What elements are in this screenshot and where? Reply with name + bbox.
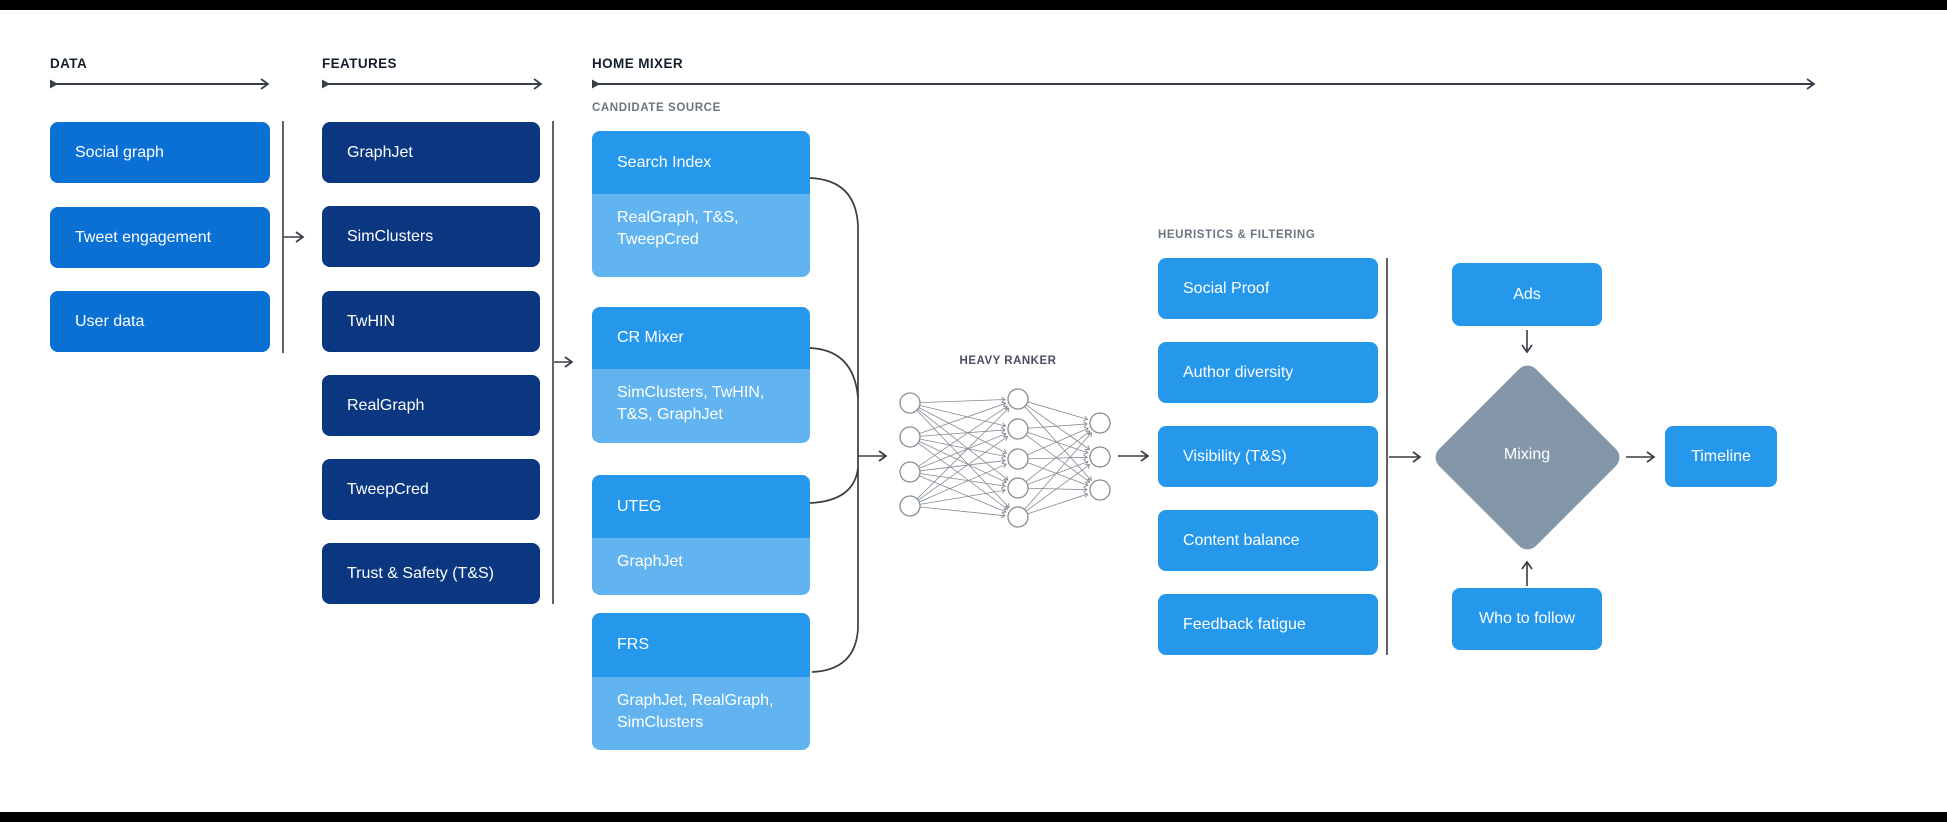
features-box-trust-safety: Trust & Safety (T&S) (322, 543, 540, 604)
candidate-frs-sources: GraphJet, RealGraph, SimClusters (592, 677, 810, 750)
flow-arrows (284, 231, 1656, 586)
nn-edge (1027, 401, 1089, 422)
nn-edge (1027, 421, 1088, 429)
nn-edge (1027, 462, 1089, 487)
heuristics-box-author-diversity: Author diversity (1158, 342, 1378, 403)
nn-edge (919, 473, 1006, 489)
candidate-cr-mixer-sources: SimClusters, TwHIN, T&S, GraphJet (592, 369, 810, 443)
nn-edge (919, 432, 1007, 469)
top-black-bar (0, 0, 1947, 10)
nn-node (1007, 388, 1029, 410)
nn-edge (919, 506, 1006, 519)
nn-edge (919, 438, 1007, 459)
nn-edge (1027, 431, 1089, 455)
features-box-realgraph: RealGraph (322, 375, 540, 436)
nn-edge (1025, 430, 1091, 483)
data-box-user-data: User data (50, 291, 270, 352)
nn-edge (917, 442, 1009, 510)
nn-node (899, 392, 921, 414)
nn-edge (1025, 404, 1091, 450)
nn-edge (1026, 426, 1089, 456)
nn-edge (1025, 464, 1091, 512)
nn-node (1089, 446, 1111, 468)
candidate-search-index: Search Index (592, 131, 810, 194)
home-mixer-section-header: HOME MIXER (592, 56, 684, 71)
uteg-curve (809, 467, 859, 504)
nn-node (1007, 418, 1029, 440)
ads-box: Ads (1452, 263, 1602, 326)
nn-node (1007, 477, 1029, 499)
features-box-graphjet: GraphJet (322, 122, 540, 183)
nn-edge (1027, 460, 1089, 485)
nn-edge (918, 407, 1008, 455)
who-to-follow-box: Who to follow (1452, 588, 1602, 650)
nn-edge (1027, 492, 1089, 515)
nn-edge (1024, 432, 1092, 510)
data-box-tweet-engagement: Tweet engagement (50, 207, 270, 268)
heuristics-box-social-proof: Social Proof (1158, 258, 1378, 319)
nn-edge (919, 475, 1007, 514)
features-box-twhin: TwHIN (322, 291, 540, 352)
nn-edge (918, 440, 1007, 484)
nn-edge (1025, 434, 1091, 483)
cr-mixer-curve (809, 347, 859, 399)
heuristics-box-content-balance: Content balance (1158, 510, 1378, 571)
nn-node (899, 461, 921, 483)
nn-edge (919, 462, 1007, 503)
nn-edge (919, 396, 1006, 404)
nn-edge (917, 436, 1009, 501)
nn-node (1007, 448, 1029, 470)
nn-edge (1027, 486, 1088, 493)
candidate-frs: FRS (592, 613, 810, 677)
candidate-search-index-sources: RealGraph, T&S, TweepCred (592, 194, 810, 277)
nn-edge (919, 458, 1006, 472)
heuristics-label: HEURISTICS & FILTERING (1158, 229, 1316, 241)
candidate-uteg-sources: GraphJet (592, 538, 810, 595)
nn-edge (916, 407, 1010, 500)
candidate-collector (809, 177, 859, 673)
nn-edge (919, 487, 1006, 505)
candidate-source-label: CANDIDATE SOURCE (592, 102, 721, 114)
heavy-ranker-label: HEAVY RANKER (959, 355, 1057, 367)
search-frs-collector-curve (809, 177, 859, 673)
candidate-uteg: UTEG (592, 475, 810, 538)
mixing-label: Mixing (1503, 446, 1551, 463)
heuristics-box-visibility: Visibility (T&S) (1158, 426, 1378, 487)
dividers (282, 121, 1388, 655)
heavy-ranker-network (899, 388, 1111, 528)
features-section-header: FEATURES (322, 56, 397, 71)
heuristics-box-feedback-fatigue: Feedback fatigue (1158, 594, 1378, 655)
nn-edge (916, 409, 1010, 509)
nn-node (899, 495, 921, 517)
bottom-black-bar (0, 812, 1947, 822)
nn-node (1089, 412, 1111, 434)
nn-edge (919, 404, 1007, 428)
nn-edge (918, 405, 1008, 467)
data-box-social-graph: Social graph (50, 122, 270, 183)
nn-edge (919, 427, 1006, 437)
features-box-simclusters: SimClusters (322, 206, 540, 267)
nn-node (1089, 479, 1111, 501)
nn-node (899, 426, 921, 448)
nn-node (1007, 506, 1029, 528)
data-section-header: DATA (50, 56, 88, 71)
nn-edge (919, 401, 1007, 435)
nn-edge (917, 408, 1009, 481)
timeline-box: Timeline (1665, 426, 1777, 487)
nn-edge (1027, 454, 1088, 461)
nn-edge (1024, 406, 1092, 481)
features-box-tweepcred: TweepCred (322, 459, 540, 520)
candidate-cr-mixer: CR Mixer (592, 307, 810, 369)
